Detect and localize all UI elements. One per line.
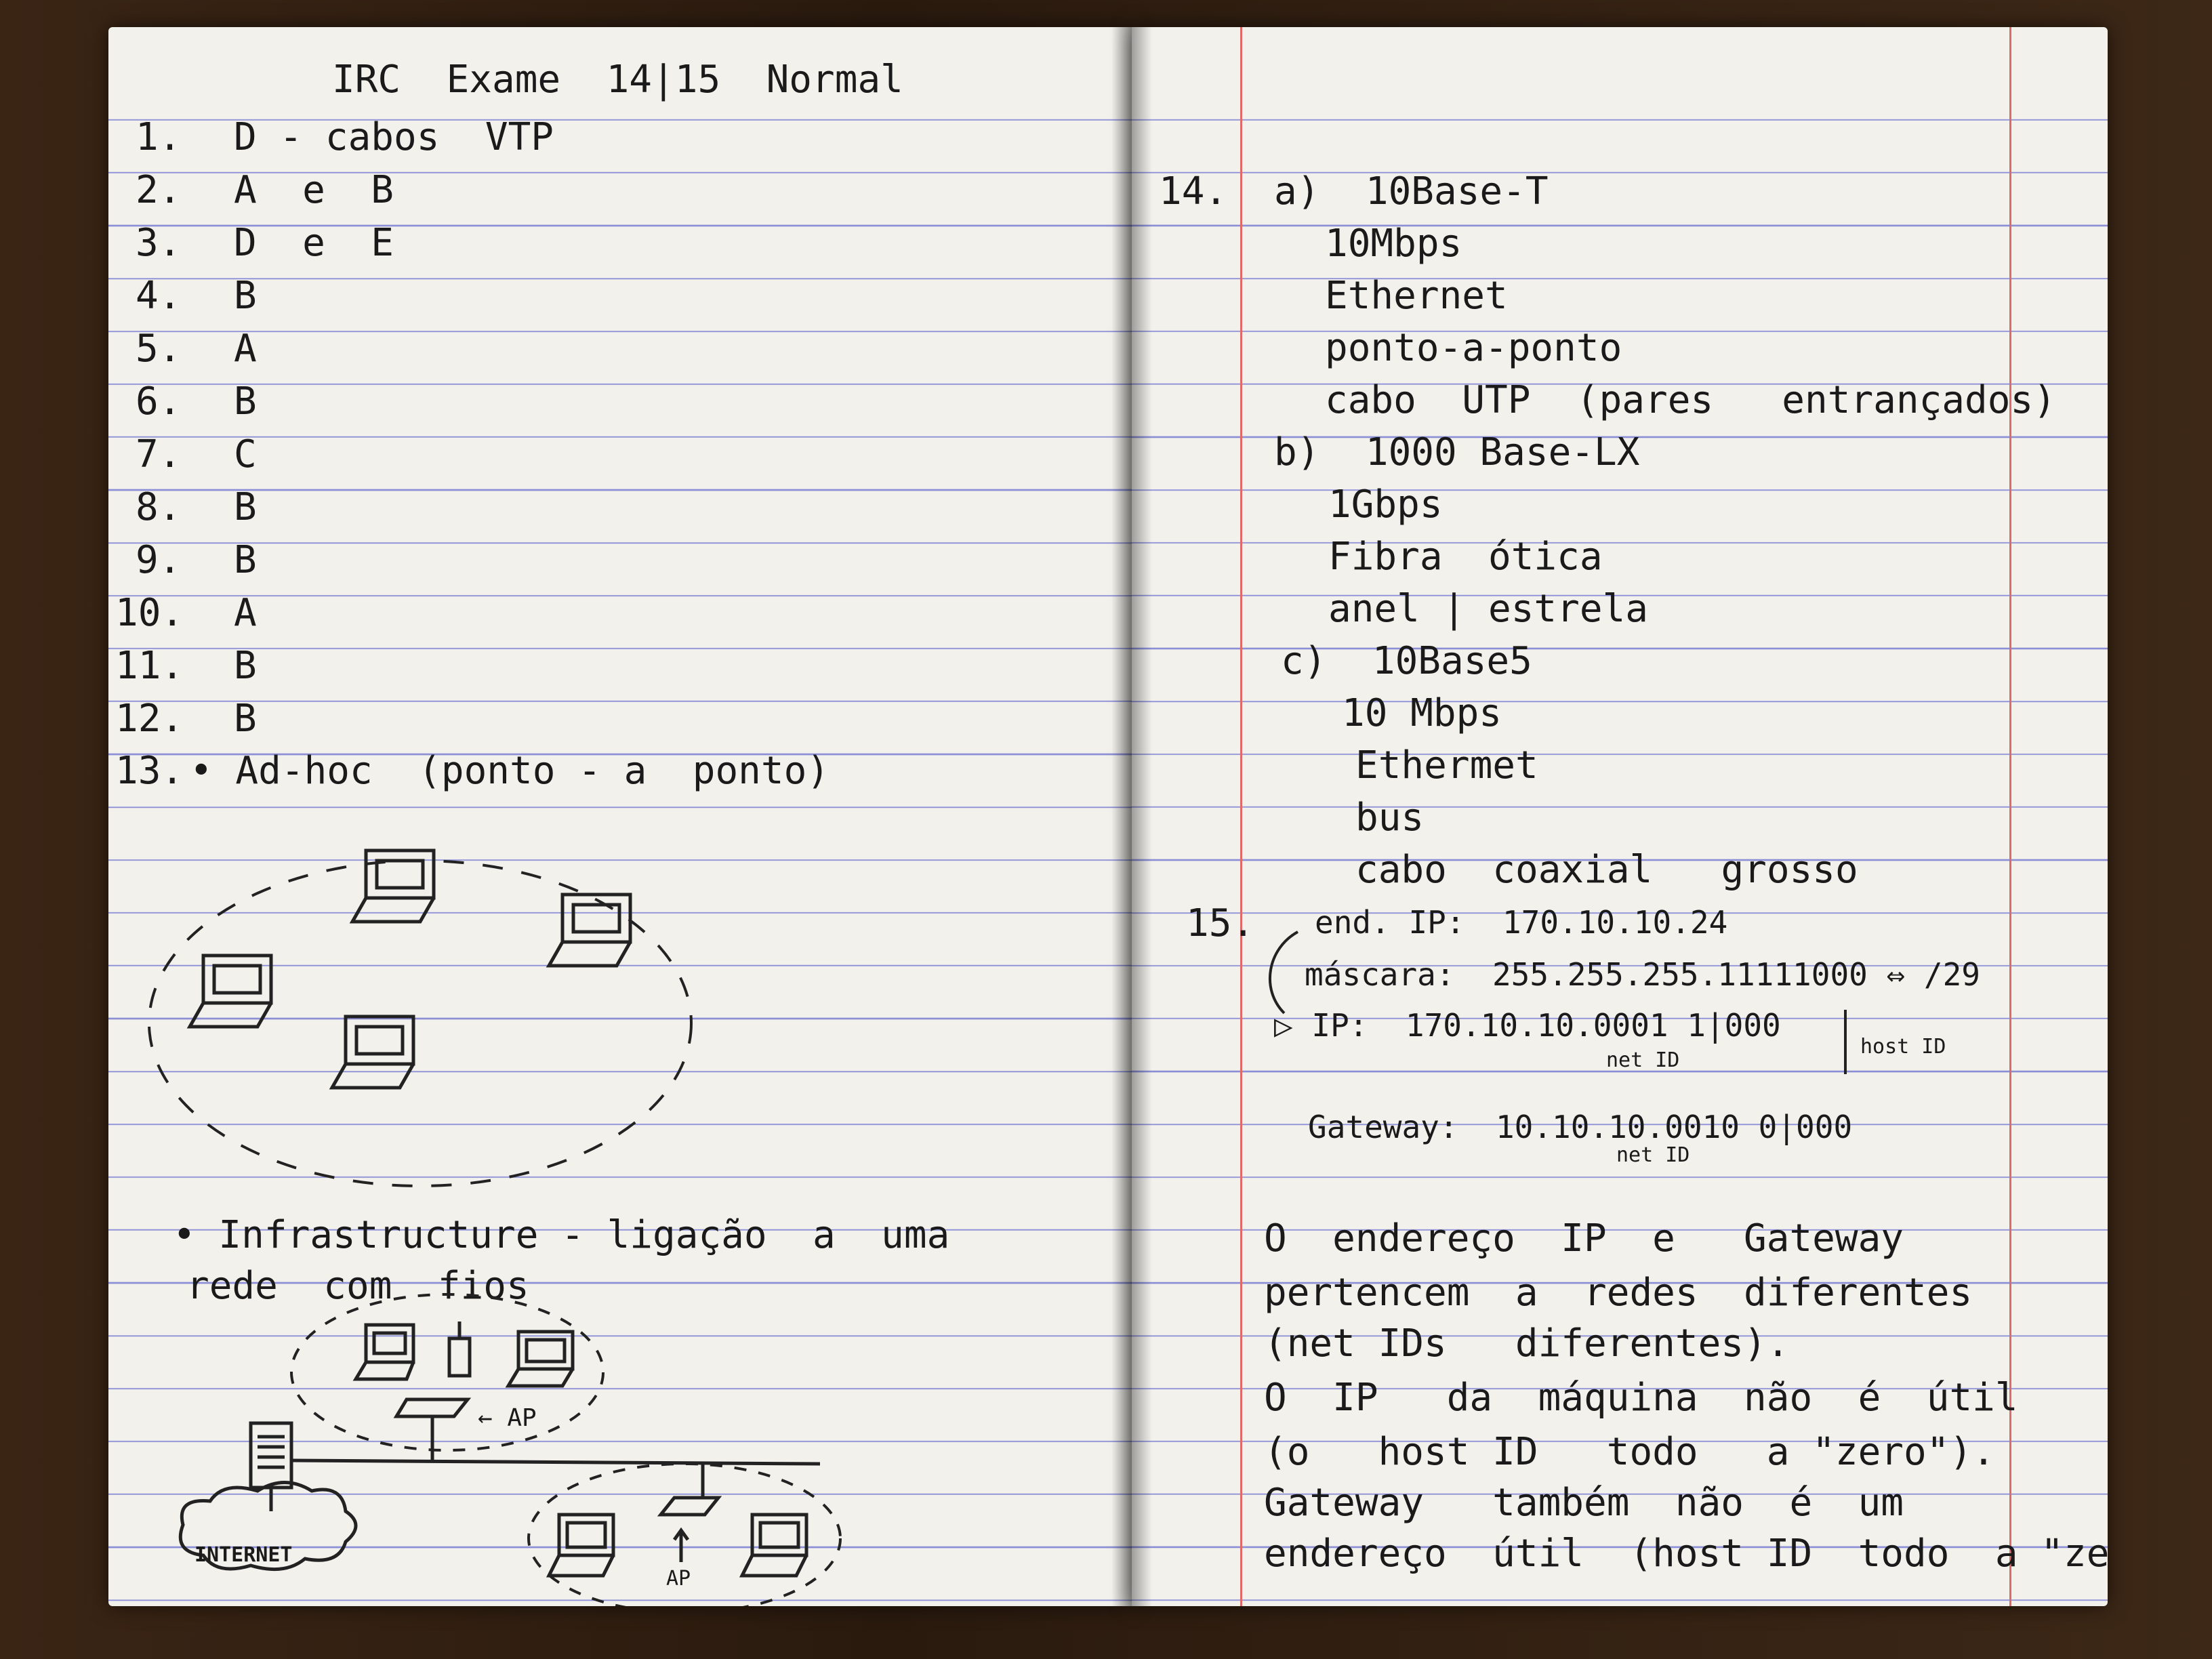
q15-host-id-label: host ID [1860, 1035, 1946, 1059]
conclusion-line: endereço útil (host ID todo a "zero"). [1264, 1532, 2108, 1576]
laptop-icon [546, 1513, 615, 1578]
answer-num: 5. [136, 327, 182, 371]
answer-text: B [234, 380, 257, 424]
laptop-icon [505, 1330, 575, 1388]
server-icon [249, 1421, 293, 1511]
q14-line: bus [1355, 796, 1425, 840]
answer-text: • Ad-hoc (ponto - a ponto) [190, 749, 830, 793]
cloud-icon [178, 1481, 358, 1572]
answer-text: B [234, 485, 257, 529]
answer-num: 7. [136, 432, 182, 476]
conclusion-line: O IP da máquina não é útil [1264, 1376, 2018, 1420]
answer-text: B [234, 274, 257, 318]
answer-num: 11. [115, 644, 184, 688]
answer-text: A [234, 591, 257, 635]
answer-text: A e B [234, 168, 394, 212]
answer-num: 1. [136, 115, 182, 159]
page-title: IRC Exame 14|15 Normal [332, 58, 903, 102]
infrastructure-line-2: rede com fios [186, 1264, 529, 1308]
q14-line: b) 1000 Base-LX [1274, 430, 1640, 474]
ap-label: ← AP [478, 1404, 537, 1432]
answer-text: B [234, 644, 257, 688]
q14-line: cabo coaxial grosso [1355, 848, 1858, 892]
q14-line: c) 10Base5 [1281, 639, 1532, 683]
notebook-gutter [1111, 27, 1152, 1606]
conclusion-line: pertencem a redes diferentes [1264, 1271, 1973, 1315]
answer-text: B [234, 697, 257, 741]
q15-ip-binary: ▷ IP: 170.10.10.0001 1|000 [1274, 1007, 1781, 1044]
answer-text: B [234, 538, 257, 582]
q14-line: 10Mbps [1325, 222, 1462, 266]
conclusion-line: Gateway também não é um [1264, 1481, 1904, 1525]
access-point-icon [393, 1397, 472, 1460]
ruled-lines [108, 27, 1132, 1606]
internet-label: INTERNET [194, 1543, 293, 1567]
q14-line: Fibra ótica [1328, 535, 1603, 579]
adhoc-diagram [148, 848, 693, 1187]
laptop-icon [352, 1323, 415, 1381]
question-15-number: 15. [1186, 901, 1255, 945]
q14-line: cabo UTP (pares entrançados) [1325, 378, 2056, 422]
answer-num: 10. [115, 591, 184, 635]
q15-bracket-arrow [1269, 930, 1847, 1074]
margin-line [1240, 27, 1242, 1606]
access-point-icon [657, 1464, 722, 1562]
laptop-icon [739, 1513, 808, 1578]
q15-net-id-label: net ID [1606, 1048, 1680, 1072]
q15-gateway-net-id-label: net ID [1616, 1143, 1690, 1167]
notebook-left-page: IRC Exame 14|15 Normal 1. D - cabos VTP … [108, 27, 1132, 1606]
q14-line: Ethernet [1325, 274, 1508, 318]
answer-num: 8. [136, 485, 182, 529]
q14-line: 1Gbps [1328, 483, 1443, 527]
answer-num: 2. [136, 168, 182, 212]
question-14-number: 14. [1159, 169, 1228, 213]
ruled-lines [1132, 27, 2108, 1606]
conclusion-line: (net IDs diferentes). [1264, 1322, 1790, 1366]
q15-ip-address: end. IP: 170.10.10.24 [1315, 904, 1728, 941]
laptop-icon [329, 1015, 415, 1090]
q15-subnet-mask: máscara: 255.255.255.11111000 ⇔ /29 [1305, 956, 1980, 993]
conclusion-line: O endereço IP e Gateway [1264, 1216, 1904, 1261]
q14-line: anel | estrela [1328, 587, 1649, 631]
conclusion-line: (o host ID todo a "zero"). [1264, 1430, 1995, 1474]
notebook-right-page: 14. a) 10Base-T 10Mbps Ethernet ponto-a-… [1132, 27, 2108, 1606]
answer-num: 12. [115, 697, 184, 741]
answer-num: 4. [136, 274, 182, 318]
q14-line: Ethermet [1355, 743, 1538, 787]
infrastructure-diagram [178, 1293, 842, 1606]
laptop-icon [546, 893, 632, 968]
answer-num: 6. [136, 380, 182, 424]
laptop-icon [186, 954, 273, 1029]
answer-text: A [234, 327, 257, 371]
q14-line: 10 Mbps [1342, 691, 1502, 735]
margin-line [2009, 27, 2011, 1606]
infrastructure-line-1: • Infrastructure - ligação a uma [173, 1213, 950, 1257]
q15-gateway: Gateway: 10.10.10.0010 0|000 [1308, 1109, 1853, 1145]
phone-icon [447, 1322, 472, 1378]
laptop-icon [349, 848, 436, 924]
q14-line: ponto-a-ponto [1325, 326, 1622, 370]
answer-num: 13. [115, 749, 184, 793]
answer-num: 9. [136, 538, 182, 582]
answer-num: 3. [136, 221, 182, 265]
answer-text: D - cabos VTP [234, 115, 554, 159]
ap-label: AP [666, 1567, 691, 1591]
q14-line: a) 10Base-T [1274, 169, 1549, 213]
answer-text: C [234, 432, 257, 476]
answer-text: D e E [234, 221, 394, 265]
